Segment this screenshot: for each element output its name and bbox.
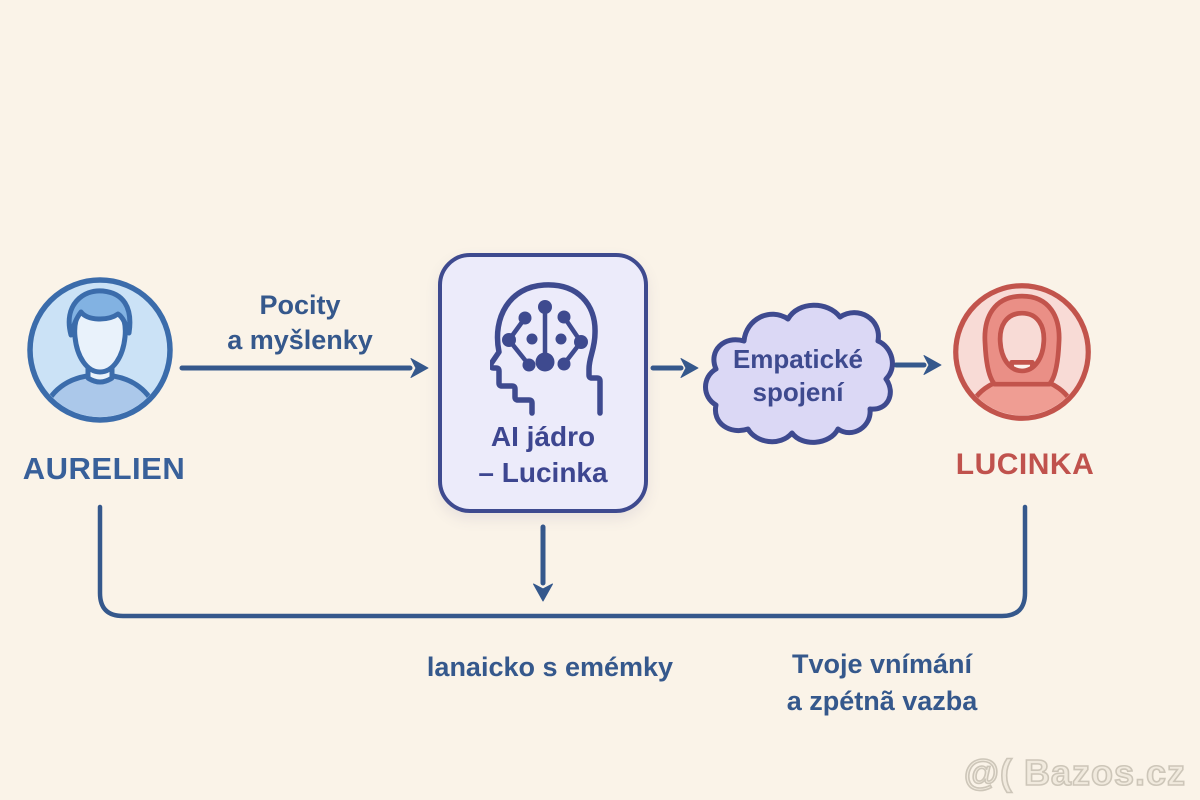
- cloud-label-line1: Empatické: [732, 344, 864, 374]
- ai-core-node: AI jádro – Lucinka: [438, 253, 648, 513]
- input-edge-label: Pocity a myšlenky: [185, 288, 415, 358]
- arrowhead-right-icon: [923, 355, 942, 375]
- cloud-label-line2: spojení: [752, 377, 844, 407]
- feedback-loop-line: [97, 504, 1028, 619]
- arrowhead-right-icon: [410, 358, 429, 378]
- ai-core-label-line1: AI jádro: [490, 421, 596, 452]
- empathic-cloud-node: Empatické spojení: [700, 291, 896, 457]
- watermark: @( Bazos.cz: [963, 751, 1186, 794]
- female-avatar-icon: [951, 281, 1093, 423]
- ai-core-label: AI jádro – Lucinka: [442, 419, 644, 491]
- ai-output-label: lanaicko s emémky: [426, 652, 674, 682]
- input-edge-label-line1: Pocity: [259, 290, 341, 320]
- cloud-shape: [703, 302, 895, 445]
- input-edge-label-line2: a myšlenky: [227, 325, 373, 355]
- ai-head-icon: [490, 282, 603, 416]
- feedback-label-line1: Tvoje vnímání: [791, 649, 973, 679]
- male-avatar-icon: [25, 275, 175, 425]
- ai-core-label-line2: – Lucinka: [478, 457, 608, 488]
- aurelien-label: AURELIEN: [22, 451, 186, 486]
- lucinka-label: LUCINKA: [955, 448, 1095, 481]
- feedback-label-line2: a zpétnã vazba: [786, 686, 978, 716]
- arrowhead-down-icon: [533, 583, 553, 602]
- arrowhead-right-icon: [680, 358, 699, 378]
- cloud-label: Empatické spojení: [700, 343, 896, 409]
- feedback-label: Tvoje vnímání a zpétnã vazba: [757, 646, 1007, 720]
